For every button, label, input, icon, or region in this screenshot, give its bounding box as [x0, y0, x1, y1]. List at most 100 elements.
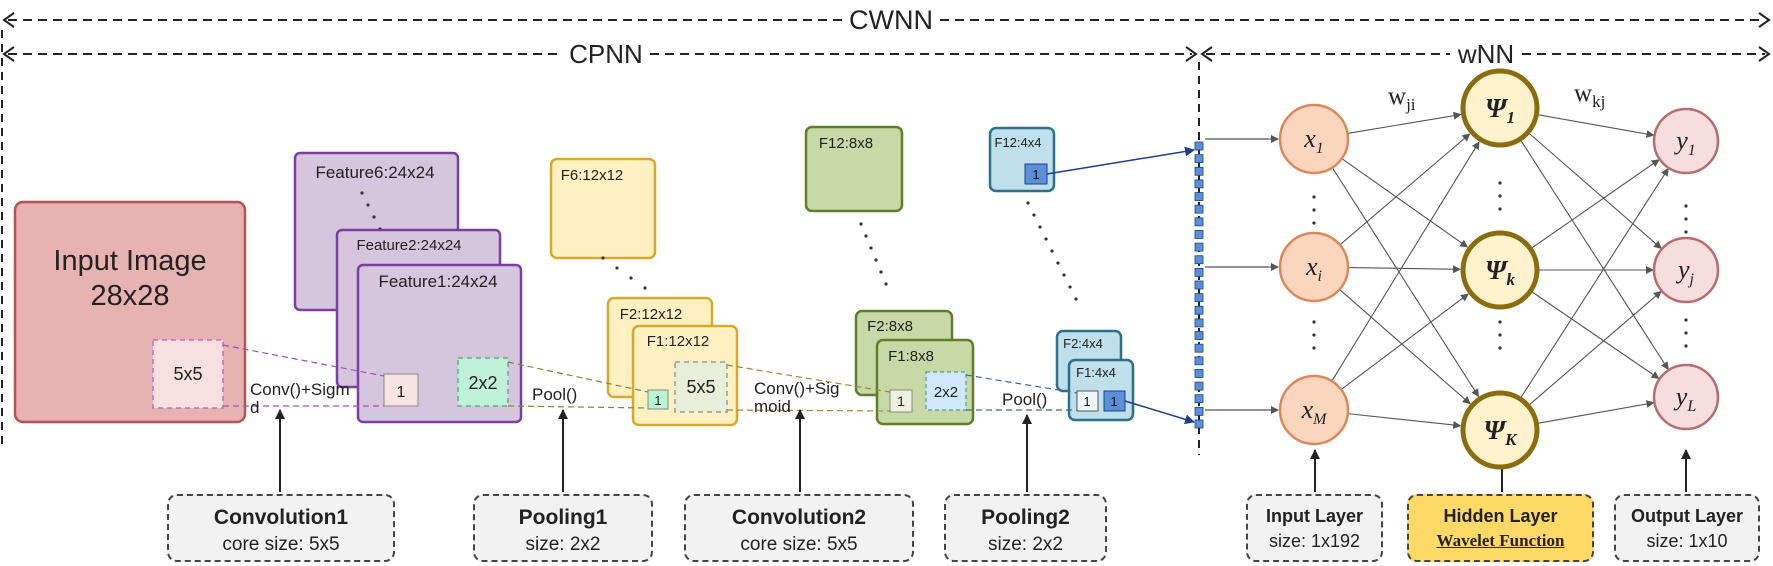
conv2-ellipsis [859, 222, 888, 286]
svg-text:xM: xM [1301, 395, 1329, 428]
edge-input-hidden [1339, 288, 1471, 405]
flatten-vector [1194, 141, 1204, 429]
edge-input-hidden [1339, 133, 1471, 246]
vector-element [1194, 141, 1204, 151]
edge-input-hidden [1347, 413, 1462, 429]
conv2-f1-label: F1:8x8 [888, 348, 934, 365]
output-node-y1 [1652, 107, 1720, 175]
op-label-conv2-line2: moid [754, 397, 791, 416]
pool1-ellipsis [601, 256, 647, 290]
caption-pooling1-title: Pooling1 [518, 506, 608, 529]
feature-maps-pool2: F12:4x4 1 F2:4x4 F1:4x4 1 1 [988, 126, 1135, 422]
caption-convolution2-title: Convolution2 [731, 506, 867, 529]
wnn-label: wNN [1457, 39, 1514, 69]
caption-input-layer: Input Layer size: 1x192 [1246, 494, 1383, 562]
svg-text:5x5: 5x5 [686, 377, 715, 397]
input-node-xi [1278, 231, 1350, 303]
edge-hidden-output [1529, 133, 1662, 249]
input-node-x1 [1278, 103, 1350, 175]
caption-input-layer-title: Input Layer [1265, 506, 1363, 526]
edge-input-hidden [1331, 141, 1480, 382]
caption-pooling2: Pooling2 size: 2x2 [944, 494, 1107, 562]
edge-input-hidden [1331, 167, 1479, 398]
caption-hidden-layer-title: Hidden Layer [1443, 506, 1558, 526]
output-layer-nodes: y1 yj yL [1652, 107, 1720, 431]
vector-element [1194, 154, 1204, 164]
edge-hidden-output [1538, 400, 1655, 424]
pool2-f2-label: F2:4x4 [1063, 336, 1103, 351]
svg-text:1: 1 [1032, 167, 1039, 182]
edge-hidden-output [1538, 114, 1655, 138]
edge-hidden-output [1520, 140, 1669, 371]
conv2-f2-label: F2:8x8 [867, 318, 913, 335]
pool2-f12-label: F12:4x4 [995, 135, 1042, 150]
feature1-label: Feature1:24x24 [378, 272, 497, 291]
pool2-to-vector-arrow-bottom [1124, 400, 1195, 425]
receptive-field-lines [222, 344, 1078, 412]
vector-element [1194, 318, 1204, 328]
edge-hidden-output [1531, 159, 1660, 249]
input-image-title: Input Image [53, 245, 206, 277]
vector-element [1194, 343, 1204, 353]
input-image: Input Image 28x28 5x5 [13, 200, 247, 424]
caption-pooling2-title: Pooling2 [981, 506, 1070, 529]
node-ellipsis [1312, 181, 1688, 350]
pool1-kernel-window [674, 361, 728, 413]
input-node-xm [1278, 374, 1350, 446]
conv2-f12-map [804, 125, 904, 213]
svg-text:Ψ1: Ψ1 [1485, 93, 1515, 127]
svg-text:1: 1 [897, 393, 905, 409]
vector-element [1194, 369, 1204, 378]
op-label-conv1-line2: d [250, 398, 259, 417]
weight-label-kj: wkj [1574, 80, 1605, 111]
conv2-cell [889, 389, 913, 413]
pool1-cell [647, 389, 669, 410]
edge-input-hidden [1347, 111, 1462, 134]
cwnn-label: CWNN [849, 5, 933, 35]
op-label-conv2-line1: Conv()+Sig [754, 379, 840, 398]
svg-text:yj: yj [1675, 255, 1695, 288]
vector-element [1194, 331, 1204, 340]
svg-text:Ψk: Ψk [1485, 255, 1516, 289]
vector-element [1194, 356, 1204, 366]
edge-input-hidden [1341, 158, 1469, 248]
caption-hidden-layer: Hidden Layer Wavelet Function [1407, 494, 1594, 562]
input-kernel-window [152, 339, 224, 409]
feature2-label: Feature2:24x24 [356, 237, 461, 254]
caption-arrows [275, 409, 1691, 492]
feature-maps-conv1: Feature6:24x24 Feature2:24x24 Feature1:2… [293, 151, 523, 424]
hidden-node-psik [1460, 230, 1540, 310]
caption-output-layer: Output Layer size: 1x10 [1614, 494, 1760, 562]
vector-element [1194, 166, 1204, 176]
svg-text:yL: yL [1673, 382, 1697, 415]
vector-element [1194, 406, 1204, 416]
pool1-f2-label: F2:12x12 [620, 306, 683, 323]
feature1-pool-window [457, 357, 509, 407]
vector-element [1194, 305, 1204, 315]
hidden-node-psi1 [1460, 68, 1540, 148]
cpnn-span: CPNN [2, 39, 1198, 69]
caption-convolution2: Convolution2 core size: 5x5 [684, 494, 914, 562]
hidden-node-psiK [1460, 390, 1540, 470]
svg-text:1: 1 [397, 384, 406, 401]
input-image-size: 28x28 [90, 280, 169, 312]
caption-output-layer-title: Output Layer [1630, 506, 1743, 526]
op-label-pool2: Pool() [1002, 390, 1047, 409]
vector-element [1194, 394, 1204, 404]
vector-element [1194, 230, 1204, 239]
svg-text:2x2: 2x2 [468, 373, 497, 393]
vector-element [1194, 280, 1204, 290]
vector-element [1194, 267, 1204, 277]
vector-element [1194, 293, 1204, 303]
pool1-f1-label: F1:12x12 [647, 333, 710, 350]
vector-element [1194, 419, 1204, 429]
caption-convolution1: Convolution1 core size: 5x5 [167, 494, 395, 562]
caption-convolution2-detail: core size: 5x5 [740, 534, 858, 555]
vector-element [1194, 255, 1204, 265]
weight-label-ji: wji [1388, 83, 1416, 114]
op-label-conv1-line1: Conv()+Sigm [250, 380, 350, 399]
caption-convolution1-title: Convolution1 [213, 506, 349, 529]
svg-text:1: 1 [1110, 394, 1117, 409]
cwnn-span: CWNN [2, 5, 1771, 35]
caption-pooling2-detail: size: 2x2 [988, 534, 1063, 555]
